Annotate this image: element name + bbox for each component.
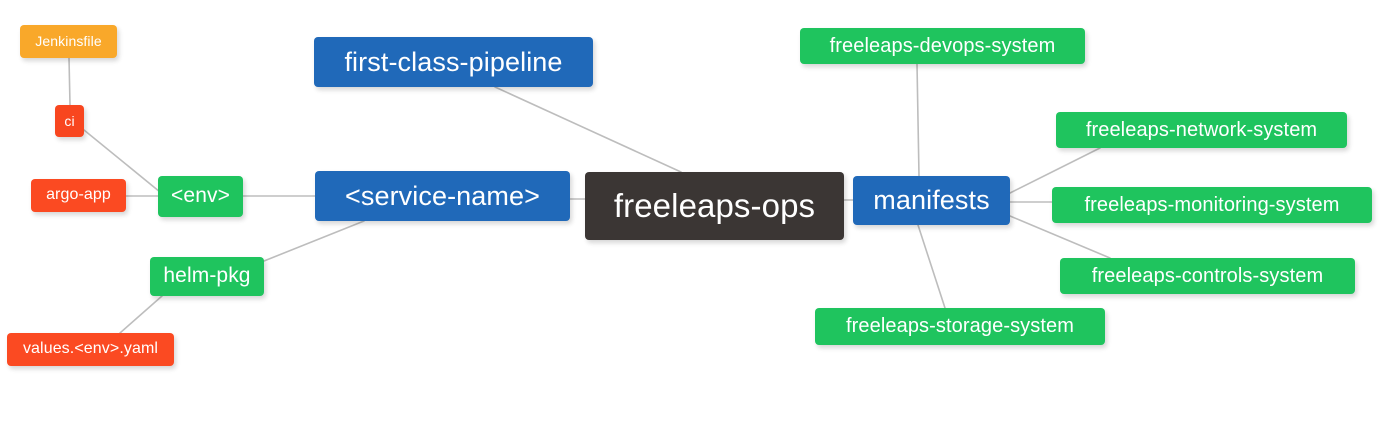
node-freeleaps-controls-system[interactable]: freeleaps-controls-system [1060,258,1355,294]
node-label-freeleaps-monitoring-system: freeleaps-monitoring-system [1084,193,1340,216]
edge-firstclass-ops [494,86,682,173]
node-helm-pkg[interactable]: helm-pkg [150,257,264,296]
node-label-helm-pkg: helm-pkg [163,264,251,288]
node-label-freeleaps-controls-system: freeleaps-controls-system [1091,264,1324,287]
node-argo-app[interactable]: argo-app [31,179,126,212]
edge-manifests-devops [916,63,920,177]
node-freeleaps-network-system[interactable]: freeleaps-network-system [1056,112,1347,148]
node-label-values-env-yaml: values.<env>.yaml [22,340,159,358]
node-label-freeleaps-storage-system: freeleaps-storage-system [845,315,1075,337]
node-label-ci: ci [64,112,75,129]
node-jenkinsfile[interactable]: Jenkinsfile [20,25,117,58]
node-first-class-pipeline[interactable]: first-class-pipeline [314,37,593,87]
node-values-env-yaml[interactable]: values.<env>.yaml [7,333,174,366]
node-label-first-class-pipeline: first-class-pipeline [344,46,563,77]
node-freeleaps-devops-system[interactable]: freeleaps-devops-system [800,28,1085,64]
node-freeleaps-ops[interactable]: freeleaps-ops [585,172,844,240]
node-manifests[interactable]: manifests [853,176,1010,225]
node-label-freeleaps-network-system: freeleaps-network-system [1085,118,1318,141]
node-freeleaps-monitoring-system[interactable]: freeleaps-monitoring-system [1052,187,1372,223]
node-label-manifests: manifests [873,185,990,216]
node-label-env: <env> [171,184,230,208]
node-freeleaps-storage-system[interactable]: freeleaps-storage-system [815,308,1105,345]
node-label-freeleaps-ops: freeleaps-ops [613,186,816,224]
edge-servicename-helmpkg [263,220,365,262]
node-label-service-name: <service-name> [345,180,540,211]
node-label-freeleaps-devops-system: freeleaps-devops-system [829,34,1056,57]
node-service-name[interactable]: <service-name> [315,171,570,221]
node-label-jenkinsfile: Jenkinsfile [35,33,102,50]
node-label-argo-app: argo-app [46,186,111,204]
node-ci[interactable]: ci [55,105,84,137]
edge-jenkinsfile-ci [68,57,71,106]
edge-manifests-storage [917,224,946,309]
node-env[interactable]: <env> [158,176,243,217]
edge-helmpkg-valuesyaml [119,295,163,334]
